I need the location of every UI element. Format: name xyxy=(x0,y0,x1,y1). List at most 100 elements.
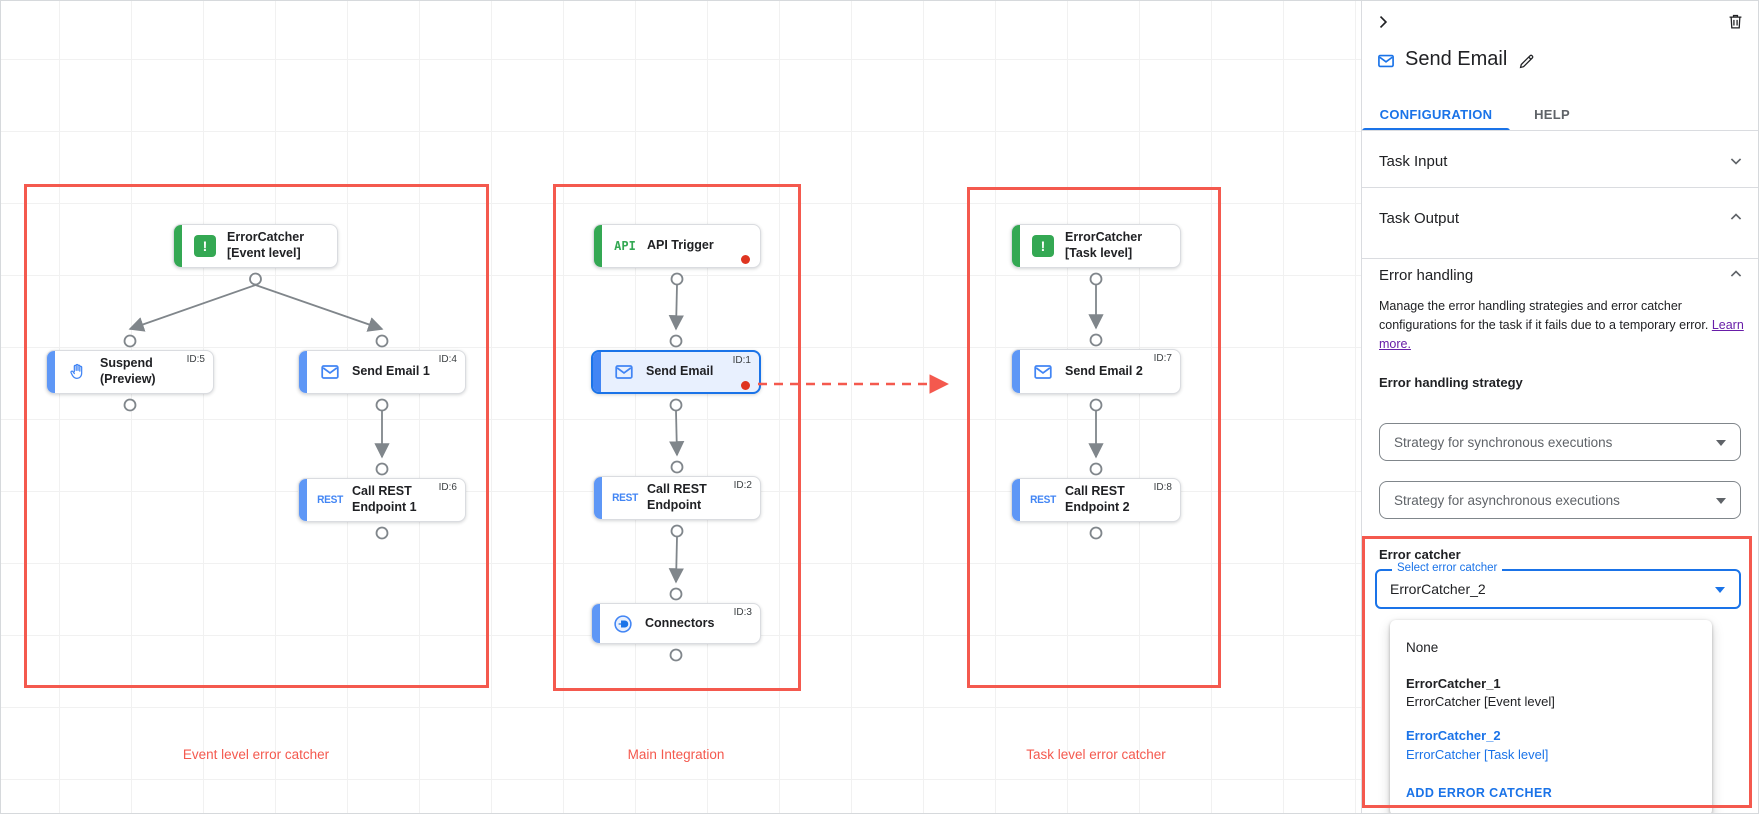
group-outline-event-level xyxy=(24,184,489,688)
chevron-down-icon[interactable] xyxy=(1726,151,1746,171)
rest-icon: REST xyxy=(1030,494,1056,506)
node-id-badge: ID:4 xyxy=(438,354,457,365)
node-accent-bar xyxy=(594,225,602,267)
node-accent-bar xyxy=(1012,350,1020,393)
node-accent-bar xyxy=(47,351,55,393)
select-error-catcher-label: Select error catcher xyxy=(1392,562,1503,574)
node-label: Call REST Endpoint 2 xyxy=(1065,484,1130,514)
sync-strategy-value: Strategy for synchronous executions xyxy=(1394,434,1613,450)
node-accent-bar xyxy=(174,225,182,267)
node-label: Connectors xyxy=(645,615,715,630)
node-label: Send Email xyxy=(646,364,714,379)
node-error-catcher-event[interactable]: ! ErrorCatcher [Event level] xyxy=(173,224,338,268)
node-call-rest-endpoint-2[interactable]: REST Call REST Endpoint 2 ID:8 xyxy=(1011,478,1181,522)
menu-item-errorcatcher-1[interactable]: ErrorCatcher_1 ErrorCatcher [Event level… xyxy=(1390,667,1712,719)
node-suspend[interactable]: Suspend (Preview) ID:5 xyxy=(46,350,214,394)
async-strategy-value: Strategy for asynchronous executions xyxy=(1394,492,1620,508)
section-divider xyxy=(1362,258,1758,259)
node-error-catcher-task[interactable]: ! ErrorCatcher [Task level] xyxy=(1011,224,1181,268)
error-catcher-select[interactable]: ErrorCatcher_2 xyxy=(1375,569,1741,609)
error-handling-strategy-label: Error handling strategy xyxy=(1379,375,1523,390)
hand-icon xyxy=(64,362,92,382)
dropdown-caret-icon xyxy=(1715,587,1725,593)
error-catcher-label: Error catcher xyxy=(1379,547,1461,562)
node-id-badge: ID:2 xyxy=(733,480,752,491)
delete-task-button[interactable] xyxy=(1722,8,1748,34)
menu-item-none[interactable]: None xyxy=(1406,640,1439,655)
node-id-badge: ID:1 xyxy=(732,355,751,366)
error-handling-description: Manage the error handling strategies and… xyxy=(1379,297,1757,353)
email-icon xyxy=(1378,54,1394,68)
chevron-up-icon[interactable] xyxy=(1726,264,1746,284)
node-label: API Trigger xyxy=(647,238,714,253)
chevron-right-icon xyxy=(1379,15,1388,29)
node-accent-bar xyxy=(594,477,602,519)
tabs-divider xyxy=(1362,130,1758,131)
error-catcher-dropdown-menu: None ErrorCatcher_1 ErrorCatcher [Event … xyxy=(1390,620,1712,813)
node-connectors[interactable]: Connectors ID:3 xyxy=(591,603,761,644)
section-error-handling[interactable]: Error handling xyxy=(1379,267,1474,284)
node-send-email[interactable]: Send Email ID:1 xyxy=(591,350,761,394)
error-indicator-dot xyxy=(741,381,750,390)
chevron-up-icon[interactable] xyxy=(1726,207,1746,227)
node-accent-bar xyxy=(592,604,600,643)
page-title: Send Email xyxy=(1405,48,1508,70)
menu-item-desc: ErrorCatcher [Event level] xyxy=(1406,694,1555,710)
menu-item-errorcatcher-2[interactable]: ErrorCatcher_2 ErrorCatcher [Task level] xyxy=(1390,719,1712,771)
node-send-email-2[interactable]: Send Email 2 ID:7 xyxy=(1011,349,1181,394)
dropdown-caret-icon xyxy=(1716,440,1726,446)
integration-canvas[interactable]: ! ErrorCatcher [Event level] Suspend (Prev… xyxy=(1,1,1361,813)
node-id-badge: ID:5 xyxy=(186,354,205,365)
node-call-rest-endpoint-1[interactable]: REST Call REST Endpoint 1 ID:6 xyxy=(298,478,466,522)
node-accent-bar xyxy=(299,479,307,521)
node-call-rest-endpoint[interactable]: REST Call REST Endpoint ID:2 xyxy=(593,476,761,520)
async-strategy-select[interactable]: Strategy for asynchronous executions xyxy=(1379,481,1741,519)
node-accent-bar xyxy=(1012,479,1020,521)
pencil-icon xyxy=(1519,54,1533,68)
node-id-badge: ID:8 xyxy=(1153,482,1172,493)
node-id-badge: ID:6 xyxy=(438,482,457,493)
node-label: Send Email 1 xyxy=(352,364,430,379)
node-label: ErrorCatcher [Event level] xyxy=(227,230,305,260)
group-label-task-level: Task level error catcher xyxy=(1026,747,1166,762)
trash-icon xyxy=(1729,14,1741,28)
section-task-output[interactable]: Task Output xyxy=(1379,210,1460,227)
rest-icon: REST xyxy=(317,494,343,506)
error-icon: ! xyxy=(1029,235,1057,257)
menu-item-title: ErrorCatcher_1 xyxy=(1406,676,1501,691)
error-indicator-dot xyxy=(741,255,750,264)
error-icon: ! xyxy=(191,235,219,257)
node-id-badge: ID:7 xyxy=(1153,353,1172,364)
node-label: Suspend (Preview) xyxy=(100,356,156,386)
group-label-event-level: Event level error catcher xyxy=(182,747,330,762)
learn-more-link[interactable]: Learn more. xyxy=(1379,317,1744,351)
email-icon xyxy=(1029,361,1057,383)
task-config-panel: Send Email CONFIGURATION HELP Task Input… xyxy=(1361,1,1758,813)
edit-title-button[interactable] xyxy=(1514,49,1538,73)
section-task-input[interactable]: Task Input xyxy=(1379,153,1448,170)
node-accent-bar xyxy=(1012,225,1020,267)
description-text: Manage the error handling strategies and… xyxy=(1379,299,1709,332)
node-send-email-1[interactable]: Send Email 1 ID:4 xyxy=(298,350,466,394)
collapse-panel-button[interactable] xyxy=(1370,9,1396,35)
dropdown-caret-icon xyxy=(1716,498,1726,504)
email-icon xyxy=(610,361,638,383)
tab-configuration[interactable]: CONFIGURATION xyxy=(1379,107,1493,122)
add-error-catcher-button[interactable]: ADD ERROR CATCHER xyxy=(1406,785,1553,800)
rest-icon: REST xyxy=(612,492,638,504)
menu-item-desc: ErrorCatcher [Task level] xyxy=(1406,746,1549,762)
node-label: Send Email 2 xyxy=(1065,363,1143,378)
email-icon xyxy=(316,361,344,383)
node-label: Call REST Endpoint 1 xyxy=(352,484,417,514)
active-tab-underline xyxy=(1362,128,1510,131)
sync-strategy-select[interactable]: Strategy for synchronous executions xyxy=(1379,423,1741,461)
node-id-badge: ID:3 xyxy=(733,607,752,618)
tab-help[interactable]: HELP xyxy=(1534,107,1570,122)
node-label: ErrorCatcher [Task level] xyxy=(1065,230,1143,260)
section-divider xyxy=(1362,187,1758,188)
node-accent-bar xyxy=(593,352,601,392)
node-label: Call REST Endpoint xyxy=(647,482,707,512)
group-outline-main-integration xyxy=(553,184,801,691)
